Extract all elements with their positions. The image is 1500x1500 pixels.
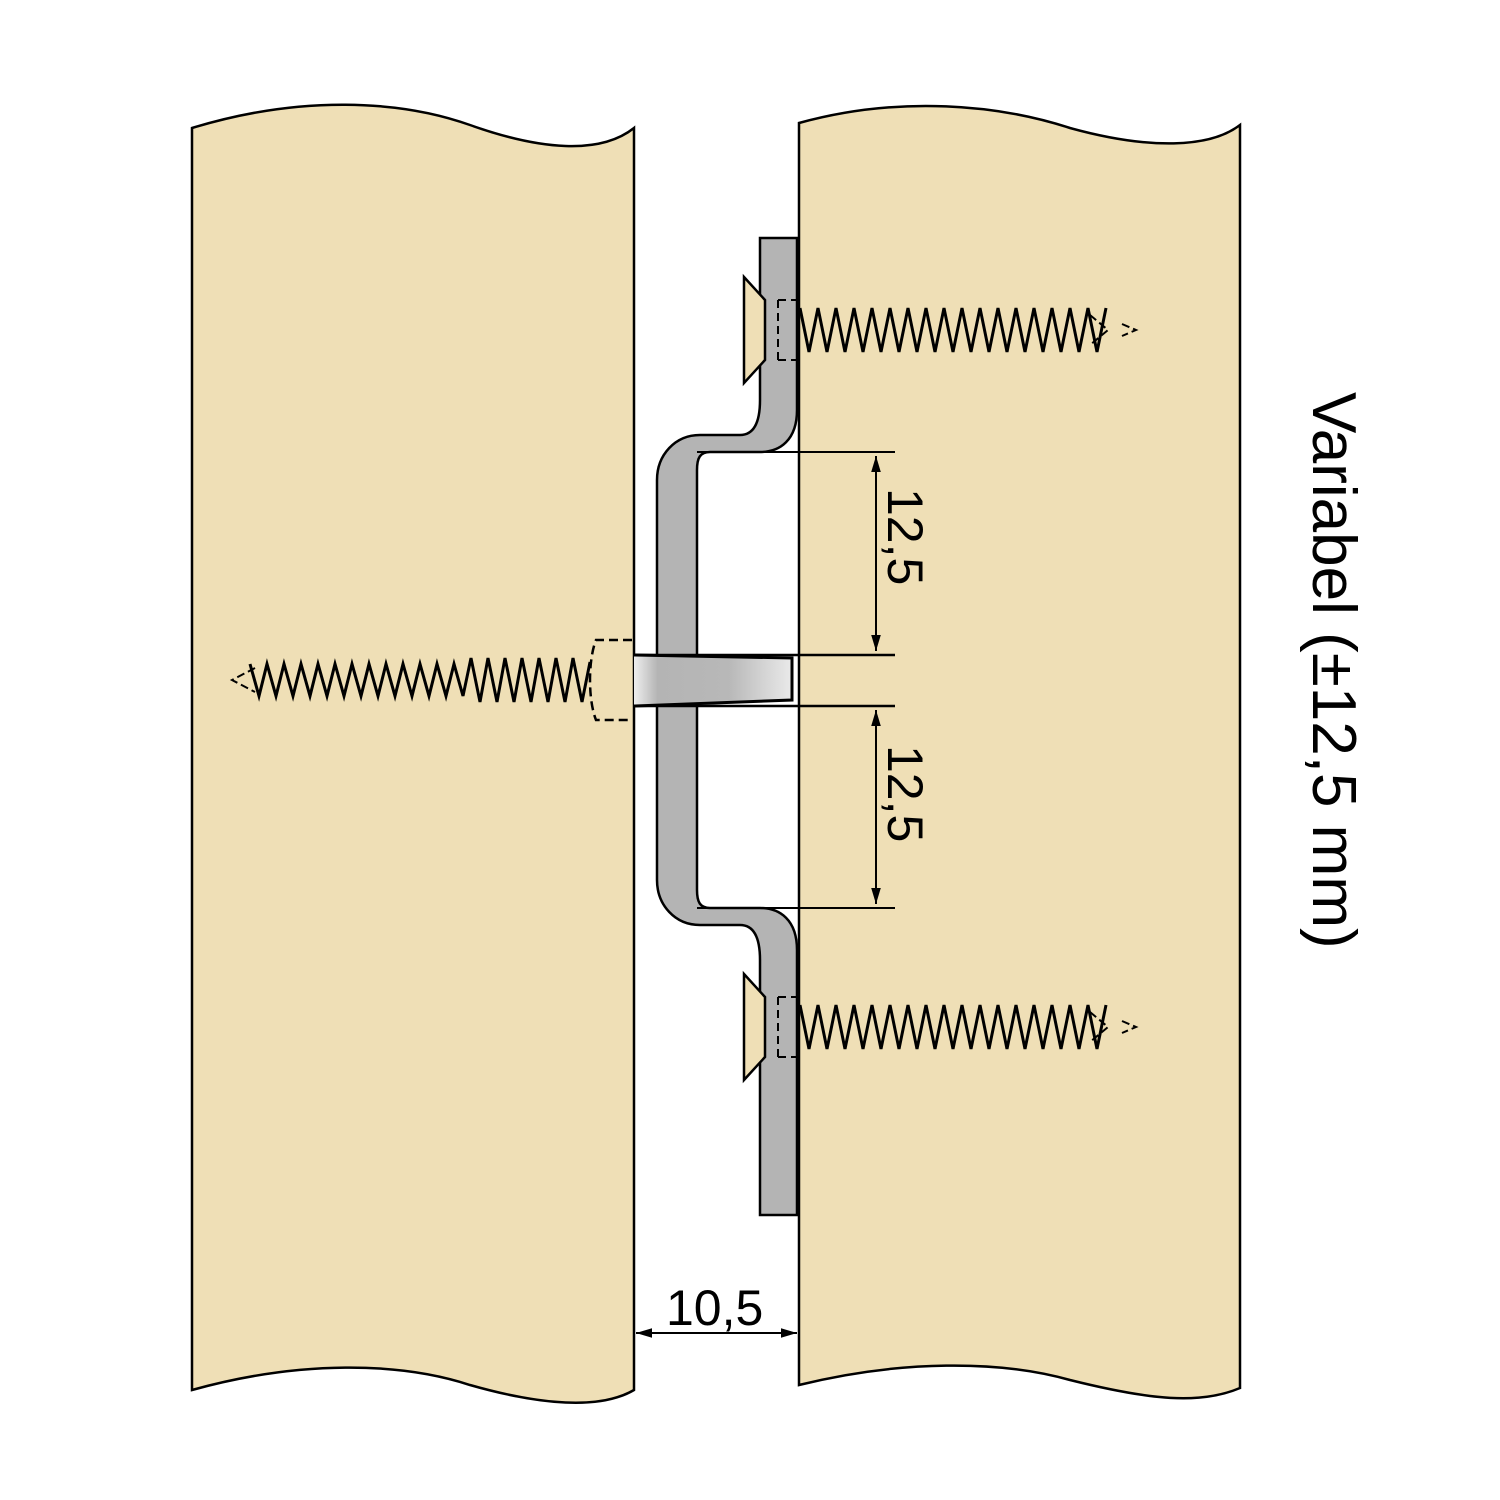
dimension-lower: [697, 710, 895, 909]
hook-tongue: [633, 653, 794, 708]
gap-label: 10,5: [666, 1280, 763, 1336]
screw-shank: [777, 299, 800, 361]
screw-head: [588, 638, 632, 722]
screw-head: [742, 970, 767, 1084]
left-board: [190, 103, 636, 1404]
screw-tip: [1089, 1011, 1139, 1043]
variable-adjustment-label: Variabel (±12,5 mm): [1299, 392, 1368, 949]
upper-travel-label: 12,5: [877, 488, 933, 585]
dimension-upper: [697, 451, 895, 651]
screw-thread: [248, 657, 592, 703]
screw-head: [742, 273, 767, 387]
screw-shank: [777, 996, 800, 1058]
screw-tip: [1089, 314, 1139, 346]
right-board: [797, 104, 1242, 1400]
screws: [229, 273, 1139, 1084]
lower-travel-label: 12,5: [877, 745, 933, 842]
screw-thread: [798, 307, 1108, 353]
screw-tip: [229, 667, 256, 693]
screw-thread: [798, 1004, 1108, 1050]
